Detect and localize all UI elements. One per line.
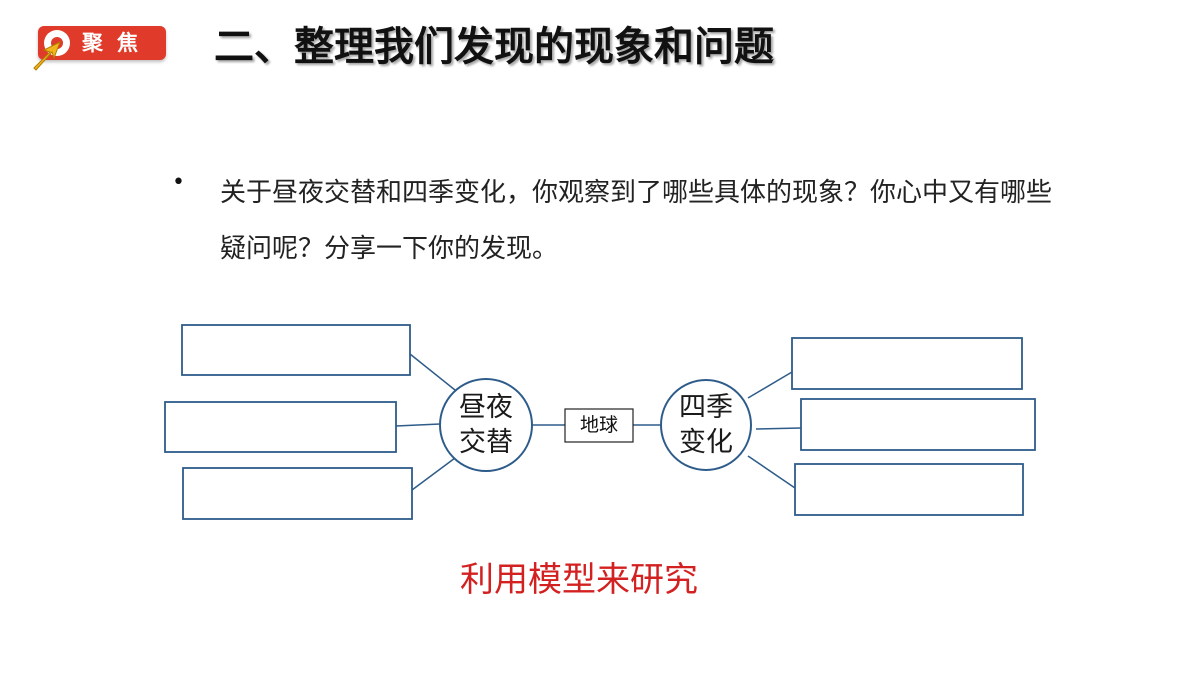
connector-line	[747, 371, 793, 399]
model-caption: 利用模型来研究	[460, 560, 698, 600]
seasons-line-1: 四季	[679, 392, 733, 423]
seasons-label: 四季 变化	[660, 390, 752, 460]
question-line-2: 疑问呢？分享一下你的发现。	[220, 234, 559, 264]
page-title: 二、整理我们发现的现象和问题	[214, 23, 774, 70]
answer-box	[800, 398, 1036, 451]
answer-box	[164, 401, 397, 453]
answer-box	[791, 337, 1023, 390]
day-night-node	[439, 378, 533, 472]
answer-box	[182, 467, 413, 520]
day-night-label: 昼夜 交替	[440, 390, 532, 460]
earth-box	[564, 408, 634, 443]
answer-box	[181, 324, 411, 376]
connector-line	[409, 353, 456, 391]
connector-line	[755, 427, 802, 430]
earth-label: 地球	[579, 414, 618, 436]
bullet-icon: •	[172, 170, 185, 195]
day-night-line-2: 交替	[459, 427, 513, 458]
question-line-1: 关于昼夜交替和四季变化，你观察到了哪些具体的现象？你心中又有哪些	[220, 178, 1053, 208]
connector-line	[395, 423, 441, 427]
connector-line	[747, 455, 796, 489]
seasons-line-2: 变化	[679, 427, 733, 458]
answer-box	[794, 463, 1024, 516]
day-night-line-1: 昼夜	[459, 392, 513, 423]
question-text: 关于昼夜交替和四季变化，你观察到了哪些具体的现象？你心中又有哪些 疑问呢？分享一…	[220, 165, 1190, 277]
connector-line	[411, 457, 456, 491]
seasons-node	[660, 379, 752, 471]
cursor-icon	[33, 40, 61, 71]
badge-label: 聚焦	[82, 31, 152, 55]
focus-badge: 聚焦	[38, 26, 166, 60]
